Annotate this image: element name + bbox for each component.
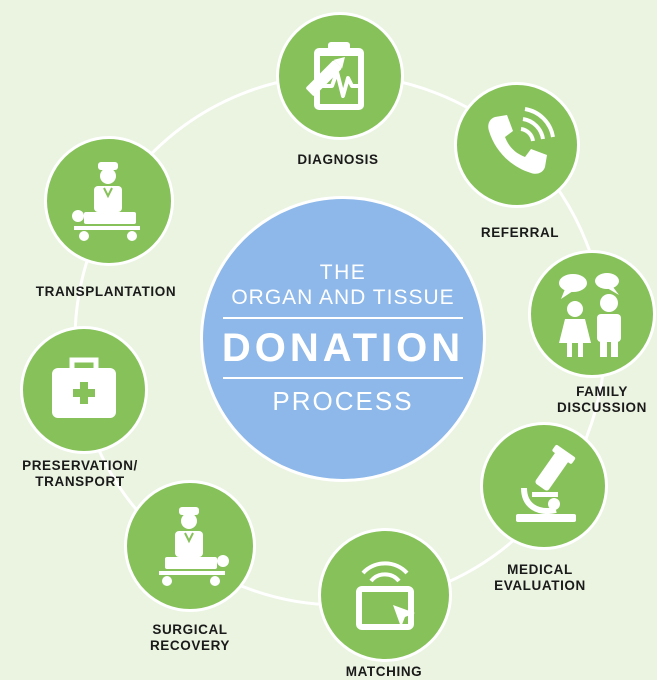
step-preservation-transport-node	[20, 326, 148, 454]
step-referral-label: REFERRAL	[481, 225, 559, 241]
step-referral-text: REFERRAL	[480, 225, 560, 240]
step-medical-evaluation-text-2: EVALUATION	[494, 578, 586, 593]
step-matching-label: MATCHING	[346, 664, 423, 680]
step-medical-evaluation-node	[480, 422, 608, 550]
surgeon-icon	[159, 507, 229, 586]
family-speech-icon	[559, 273, 621, 357]
step-diagnosis-text: DIAGNOSIS	[297, 152, 379, 167]
center-divider-top	[223, 317, 463, 319]
center-title-line4: PROCESS	[272, 386, 414, 416]
step-family-discussion-text-2: DISCUSSION	[556, 400, 648, 415]
step-preservation-transport-text-1: PRESERVATION/	[22, 458, 138, 473]
tablet-wireless-icon	[356, 561, 415, 630]
microscope-icon	[516, 444, 576, 522]
step-surgical-recovery-label: SURGICAL RECOVERY	[150, 622, 230, 654]
center-divider-bottom	[223, 377, 463, 379]
center-title-main: DONATION	[221, 326, 465, 370]
step-preservation-transport-label: PRESERVATION/ TRANSPORT	[22, 458, 138, 490]
center-title-circle: THE ORGAN AND TISSUE DONATION PROCESS	[200, 196, 486, 482]
clipboard-ekg-icon	[306, 42, 364, 110]
step-family-discussion-node	[528, 250, 656, 378]
center-title-line1: THE	[319, 261, 367, 284]
step-surgical-recovery-node	[124, 480, 256, 612]
step-medical-evaluation-text-1: MEDICAL	[507, 562, 573, 577]
step-family-discussion-text-1: FAMILY	[576, 384, 628, 399]
step-referral-node	[454, 82, 580, 208]
step-transplantation-node	[44, 136, 174, 266]
step-preservation-transport-text-2: TRANSPORT	[35, 474, 125, 489]
step-diagnosis-label: DIAGNOSIS	[297, 152, 378, 168]
step-surgical-recovery-text-2: RECOVERY	[149, 638, 231, 653]
medical-kit-icon	[52, 357, 116, 418]
phone-call-icon	[488, 107, 555, 174]
step-matching-node	[318, 528, 452, 662]
step-transplantation-label: TRANSPLANTATION	[36, 284, 177, 300]
center-title-line2: ORGAN AND TISSUE	[231, 286, 455, 309]
step-matching-text: MATCHING	[345, 664, 423, 679]
surgeon-icon	[72, 162, 140, 241]
step-surgical-recovery-text-1: SURGICAL	[152, 622, 228, 637]
step-diagnosis-node	[276, 12, 404, 140]
step-medical-evaluation-label: MEDICAL EVALUATION	[494, 562, 586, 594]
step-family-discussion-label: FAMILY DISCUSSION	[557, 384, 647, 416]
step-transplantation-text: TRANSPLANTATION	[35, 284, 177, 299]
